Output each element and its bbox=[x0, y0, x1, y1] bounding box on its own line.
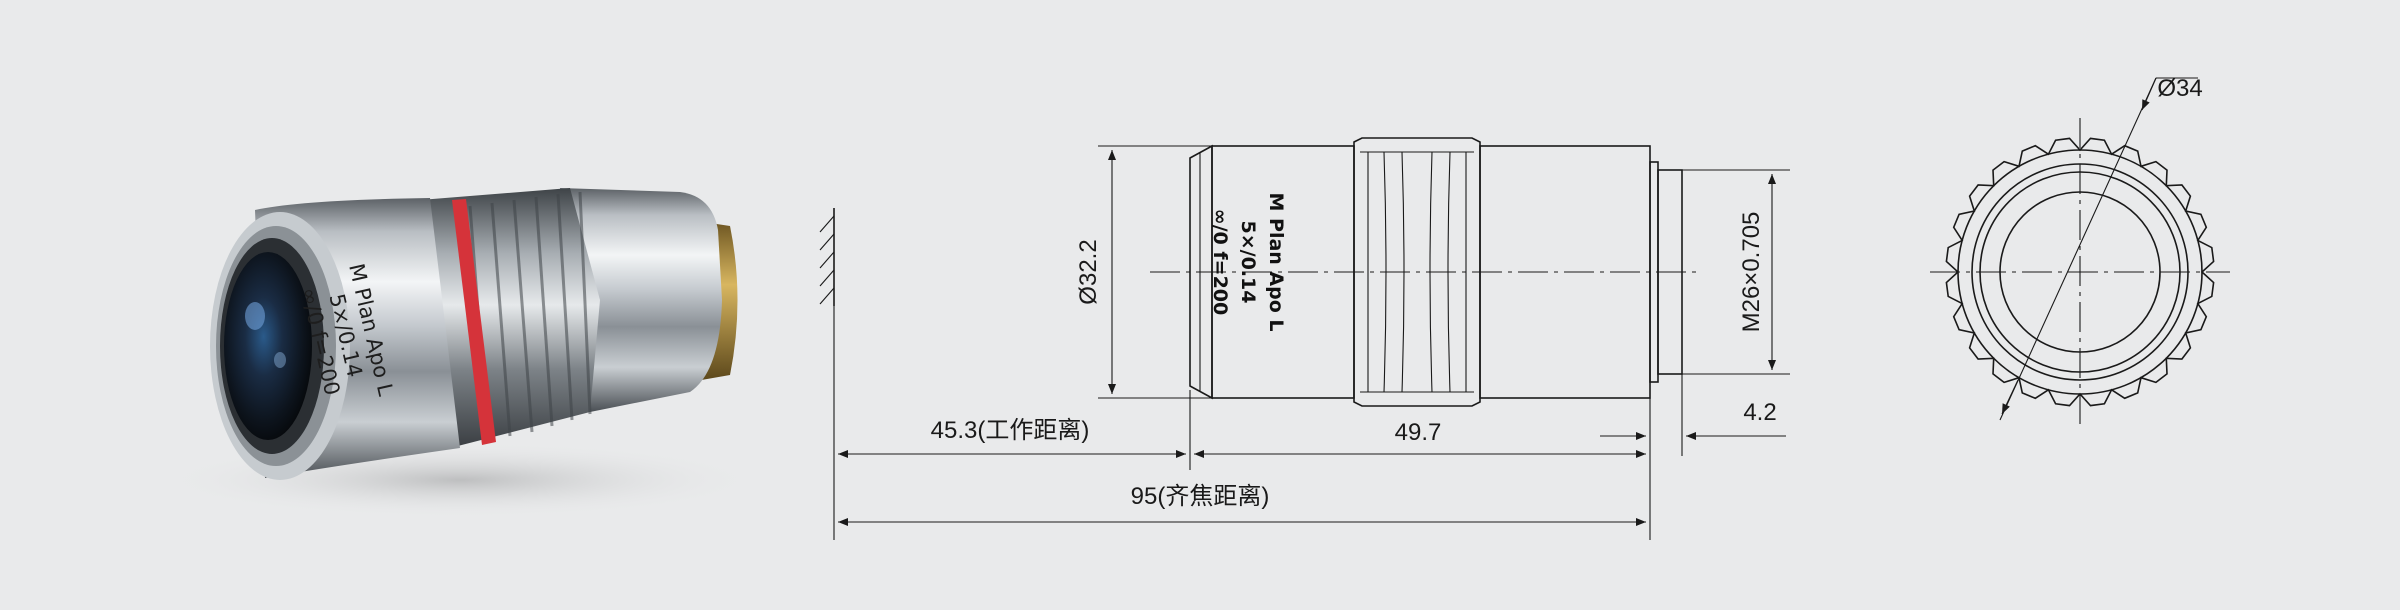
thread-label: M26×0.705 bbox=[1738, 212, 1765, 333]
parfocal-label: 95(齐焦距离) bbox=[1131, 483, 1270, 510]
body-diameter-label: Ø32.2 bbox=[1075, 239, 1102, 304]
side-engraving-line-1: M Plan Apo L bbox=[1265, 192, 1287, 331]
red-ring bbox=[452, 199, 496, 445]
side-engraving-line-3: ∞/0 f=200 bbox=[1209, 209, 1231, 315]
dim-parfocal: 95(齐焦距离) bbox=[838, 483, 1646, 526]
dim-thread: M26×0.705 bbox=[1682, 169, 1790, 375]
side-engraving-line-2: 5×/0.14 bbox=[1237, 221, 1259, 304]
body-length-label: 49.7 bbox=[1395, 419, 1442, 446]
outer-diameter-label: Ø34 bbox=[2157, 75, 2202, 102]
dim-thread-length: 4.2 bbox=[1600, 399, 1786, 440]
dim-working-distance: 45.3(工作距离) bbox=[838, 417, 1186, 458]
thread-length-label: 4.2 bbox=[1743, 399, 1776, 426]
side-view-drawing: M Plan Apo L 5×/0.14 ∞/0 f=200 Ø32.2 M26… bbox=[819, 137, 1790, 540]
object-plane bbox=[819, 208, 835, 306]
dim-body-length: 49.7 bbox=[1194, 419, 1646, 458]
front-lens bbox=[224, 252, 312, 440]
working-distance-label: 45.3(工作距离) bbox=[931, 417, 1090, 444]
side-engraving: M Plan Apo L 5×/0.14 ∞/0 f=200 bbox=[1209, 192, 1287, 331]
objective-photo: M Plan Apo L 5×/0.14 ∞/0 f=200 bbox=[160, 188, 760, 518]
dim-body-diameter: Ø32.2 bbox=[1075, 145, 1212, 399]
front-view-drawing: Ø34 bbox=[1930, 75, 2230, 426]
